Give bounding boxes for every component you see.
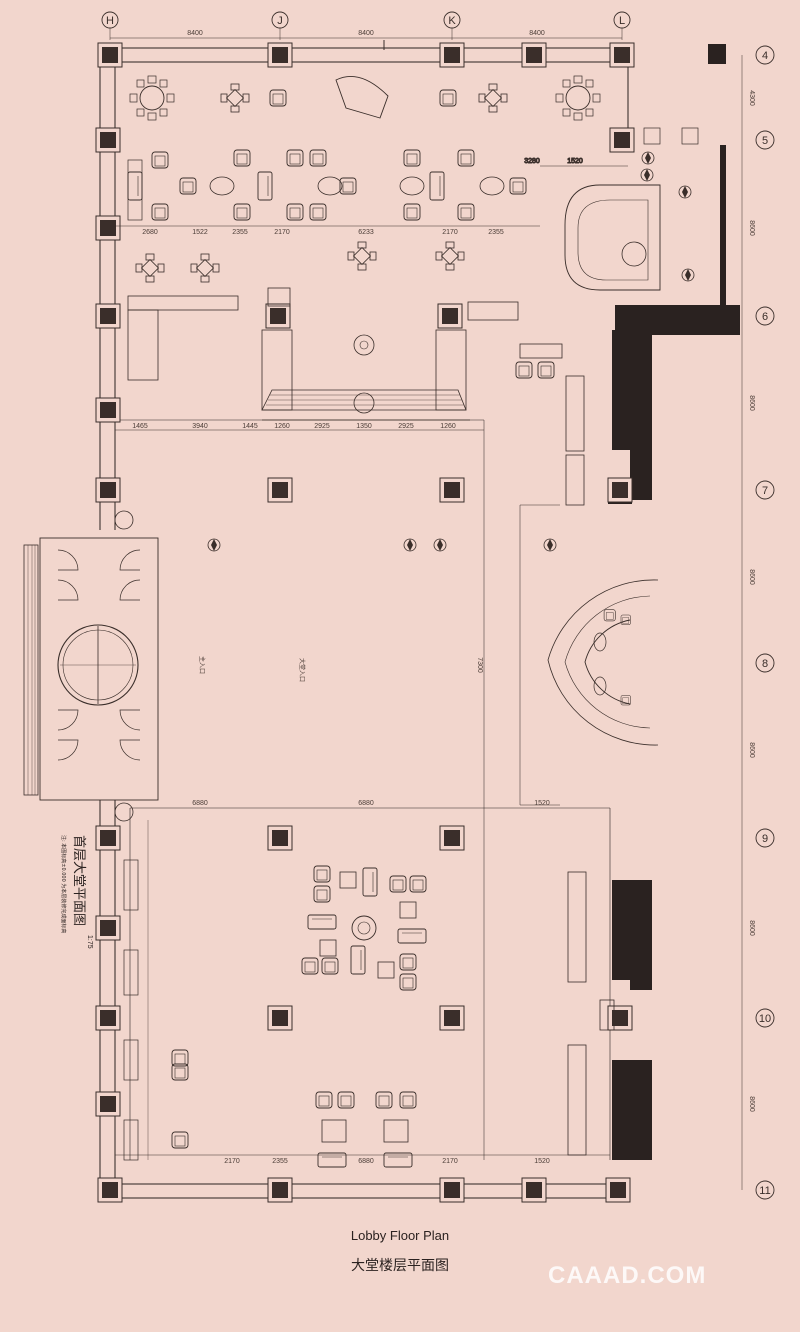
lobby-labels: 大堂入口 主入口: [198, 656, 306, 682]
svg-text:J: J: [277, 15, 283, 27]
svg-text:主入口: 主入口: [198, 656, 206, 674]
caption-chinese: 大堂楼层平面图: [351, 1258, 449, 1274]
right-dimensions: 4300 8600 8600 8600 8600 8600 8600: [741, 55, 755, 1190]
svg-text:6: 6: [762, 311, 768, 323]
svg-text:8400: 8400: [187, 30, 203, 37]
upper-lounge-sofa-groups: [127, 171, 505, 201]
svg-text:3940: 3940: [192, 423, 208, 430]
svg-text:7300: 7300: [476, 657, 483, 673]
svg-text:2170: 2170: [274, 229, 290, 236]
axis-bubble-11: 11: [755, 1180, 775, 1200]
svg-text:注: 本图标高±0.000 为本层装修完成面标高: 注: 本图标高±0.000 为本层装修完成面标高: [60, 835, 67, 933]
upper-lounge-armchairs: [151, 89, 527, 221]
svg-text:1465: 1465: [132, 423, 148, 430]
watermark: CAAAD.COM: [548, 1262, 707, 1289]
upper-right-bar-counter: 1520 3280: [524, 127, 699, 291]
svg-text:L: L: [619, 15, 625, 27]
svg-text:2925: 2925: [314, 423, 330, 430]
svg-text:8600: 8600: [748, 220, 755, 236]
svg-text:1520: 1520: [534, 800, 550, 807]
svg-text:8600: 8600: [748, 742, 755, 758]
svg-text:9: 9: [762, 833, 768, 845]
top-dimensions: 8400 8400 8400: [110, 30, 622, 39]
axis-bubble-4: 4: [755, 45, 775, 65]
svg-text:5: 5: [762, 135, 768, 147]
svg-text:1520: 1520: [567, 158, 583, 165]
svg-text:8600: 8600: [748, 395, 755, 411]
svg-text:6233: 6233: [358, 229, 374, 236]
svg-text:1520: 1520: [534, 1158, 550, 1165]
svg-text:11: 11: [759, 1185, 770, 1197]
axis-bubble-5: 5: [755, 130, 775, 150]
upper-lounge-four-seat-tables: [135, 83, 508, 283]
axis-bubble-6: 6: [755, 306, 775, 326]
svg-text:7: 7: [762, 485, 768, 497]
axis-bubble-J: J: [271, 11, 289, 40]
svg-text:8600: 8600: [748, 920, 755, 936]
svg-text:1:75: 1:75: [86, 935, 93, 949]
lounge-dimension-row: 2680 1522 2355 2170 6233 2170 2355: [115, 225, 540, 236]
row-axis-bubbles: 4 5 6 7 8 9 10 11: [755, 45, 775, 1200]
svg-text:6880: 6880: [358, 800, 374, 807]
upper-right-markers: [640, 151, 695, 282]
svg-text:大堂入口: 大堂入口: [298, 658, 306, 682]
svg-text:3280: 3280: [524, 158, 540, 165]
axis-bubble-L: L: [613, 11, 631, 40]
svg-text:8600: 8600: [748, 1096, 755, 1112]
caption-english: Lobby Floor Plan: [350, 1228, 450, 1243]
curved-seating-area: [520, 504, 659, 806]
axis-bubble-7: 7: [755, 480, 775, 500]
lower-lobby-lounge: [301, 865, 427, 991]
lobby-floor-plan-drawing: H J K L 8400 8400 8400 4 5 6 7 8 9: [23, 11, 775, 1203]
platform-dimension-row: 1465 3940 1445 1260 2925 1350 2925 1260: [115, 423, 484, 431]
svg-text:首层大堂平面图: 首层大堂平面图: [71, 835, 86, 926]
svg-text:2355: 2355: [232, 229, 248, 236]
svg-text:8400: 8400: [529, 30, 545, 37]
outer-walls: [99, 47, 629, 1199]
svg-text:8600: 8600: [748, 569, 755, 585]
bottom-dimension-row: 2170 2355 6880 2170 1520: [115, 1154, 610, 1165]
svg-text:2680: 2680: [142, 229, 158, 236]
svg-text:1350: 1350: [356, 423, 372, 430]
axis-bubble-K: K: [443, 11, 461, 40]
svg-text:2170: 2170: [442, 1158, 458, 1165]
reception-desk-area: [467, 301, 585, 506]
entrance-vestibule: [23, 510, 159, 822]
grand-piano: [335, 40, 389, 119]
svg-text:2170: 2170: [442, 229, 458, 236]
axis-bubble-8: 8: [755, 653, 775, 673]
axis-bubble-9: 9: [755, 828, 775, 848]
raised-lounge-platform: [127, 287, 470, 421]
wall-columns: [95, 42, 635, 1203]
right-lower-niches: [567, 871, 615, 1156]
bottom-lounge-seating: [171, 1049, 417, 1168]
svg-text:2925: 2925: [398, 423, 414, 430]
svg-text:1260: 1260: [274, 423, 290, 430]
svg-text:2355: 2355: [272, 1158, 288, 1165]
svg-text:H: H: [106, 15, 114, 27]
svg-text:6880: 6880: [192, 800, 208, 807]
side-drawing-title: 首层大堂平面图 1:75 注: 本图标高±0.000 为本层装修完成面标高: [60, 835, 93, 949]
svg-text:8: 8: [762, 658, 768, 670]
svg-text:2355: 2355: [488, 229, 504, 236]
svg-text:4: 4: [762, 50, 768, 62]
svg-text:8400: 8400: [358, 30, 374, 37]
svg-text:2170: 2170: [224, 1158, 240, 1165]
lobby-floor-markers: [207, 538, 557, 552]
svg-text:10: 10: [759, 1013, 771, 1025]
axis-bubble-10: 10: [755, 1008, 775, 1028]
svg-text:K: K: [448, 15, 456, 27]
curved-area-chairs: [620, 614, 631, 706]
right-structural-walls: [608, 145, 740, 1160]
axis-bubble-H: H: [101, 11, 119, 40]
svg-text:6880: 6880: [358, 1158, 374, 1165]
corner-column: [708, 44, 726, 64]
svg-text:4300: 4300: [748, 90, 755, 106]
svg-text:1522: 1522: [192, 229, 208, 236]
svg-text:1260: 1260: [440, 423, 456, 430]
svg-text:1445: 1445: [242, 423, 258, 430]
left-lower-wall-niches: [123, 159, 149, 1161]
central-dimension: 7300 6880 6880 1520: [192, 657, 550, 807]
